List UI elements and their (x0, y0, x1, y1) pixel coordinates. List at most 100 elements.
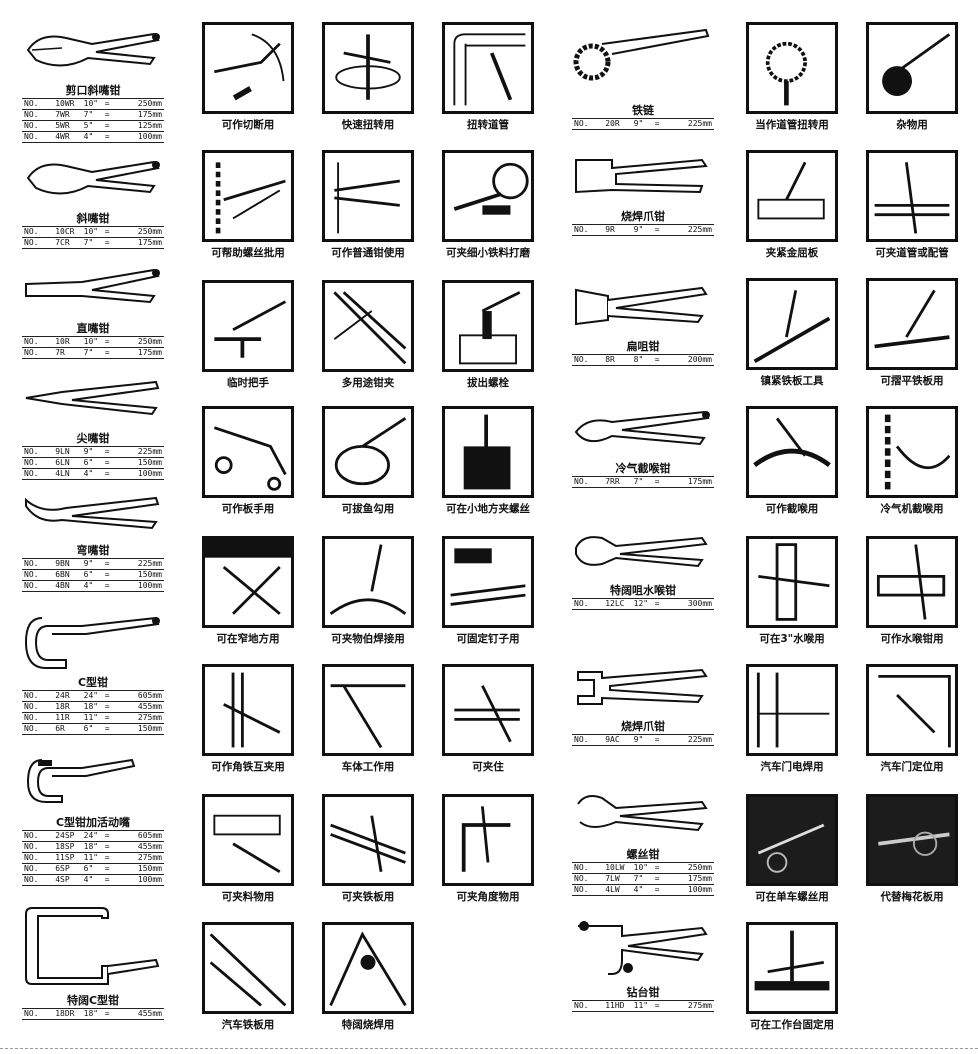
spec-cell: 9AC (603, 734, 632, 746)
usage-3in-pipe: 可在3"水喉用 (744, 536, 840, 646)
spec-cell: NO. (22, 457, 54, 469)
usage-caption: 代替梅花板用 (880, 891, 944, 903)
usage-flatten-sheet: 可摺平铁板用 (864, 278, 960, 388)
spec-cell: = (101, 98, 113, 110)
usage-caption: 可作水喉钳用 (880, 633, 944, 645)
usage-normal-pliers: 可作普通钳使用 (320, 150, 416, 260)
usage-small-space-screw: 可在小地方夹螺丝 (440, 406, 536, 516)
spec-cell: 250mm (112, 226, 164, 238)
usage-caption: 可在单车螺丝用 (755, 891, 829, 903)
spec-cell: NO. (572, 884, 604, 896)
spec-cell: 4" (81, 580, 102, 592)
spec-cell: 11HD (603, 1000, 632, 1012)
usage-illustration-frame (746, 22, 838, 114)
usage-caption: 可夹住 (472, 761, 504, 773)
pipe-clamp-illustration-icon (874, 162, 950, 234)
spec-cell: 7" (81, 237, 102, 249)
spec-cell: = (101, 723, 113, 735)
usage-pinch-hose: 可作截喉用 (744, 406, 840, 516)
usage-caption: 扭转道管 (467, 119, 509, 131)
spec-cell: 4" (81, 131, 102, 143)
water-pipe-illustration-icon (758, 543, 830, 621)
usage-pipe-wrench: 可作水喉钳用 (864, 536, 960, 646)
spec-cell: 225mm (112, 558, 164, 570)
spec-cell: 100mm (112, 580, 164, 592)
pliers-grip-illustration-icon (334, 162, 400, 234)
spec-cell: 5WR (53, 120, 82, 132)
usage-illustration-frame (866, 22, 958, 114)
usage-material-clamp: 可夹料物用 (200, 794, 296, 904)
usage-illustration-frame (322, 536, 414, 628)
usage-misc: 杂物用 (864, 22, 960, 132)
usage-caption: 多用途钳夹 (341, 377, 395, 389)
usage-illustration-frame (442, 22, 534, 114)
spec-cell: NO. (572, 354, 604, 366)
usage-illustration-frame (746, 406, 838, 498)
spec-cell: 10WR (53, 98, 82, 110)
spec-cell: 150mm (112, 863, 164, 875)
spec-cell: = (101, 1008, 113, 1020)
spec-cell: 7" (631, 873, 652, 885)
spec-cell: 24" (81, 690, 102, 702)
usage-caption: 汽车门电焊用 (760, 761, 824, 773)
spec-cell: 4" (81, 874, 102, 886)
spec-cell: NO. (572, 1000, 604, 1012)
usage-caption: 可夹物伯焊接用 (331, 633, 405, 645)
usage-caption: 可夹角度物用 (456, 891, 520, 903)
product-title: 钻台钳 (626, 986, 660, 999)
usage-clamp-hold: 可夹住 (440, 664, 536, 774)
spec-cell: NO. (22, 690, 54, 702)
car-sheet-illustration-icon (209, 933, 287, 1007)
car-door-position-illustration-icon (878, 674, 951, 748)
bicycle-photo-icon (757, 823, 825, 873)
spec-cell: = (651, 476, 663, 488)
product-title: 冷气截喉钳 (615, 462, 671, 475)
spec-cell: NO. (22, 109, 54, 121)
usage-cutting: 可作切断用 (200, 22, 296, 132)
usage-wide-weld: 特阔烧焊用 (320, 922, 416, 1032)
usage-multi-clamp: 多用途钳夹 (320, 280, 416, 390)
usage-illustration-frame (866, 536, 958, 628)
spec-cell: NO. (572, 734, 604, 746)
sheet-lock-illustration-icon (753, 290, 831, 364)
spec-cell: NO. (22, 863, 54, 875)
usage-caption: 可夹铁板用 (341, 891, 395, 903)
usage-car-door-weld: 汽车门电焊用 (744, 664, 840, 774)
spec-cell: 7RR (603, 476, 632, 488)
usage-wrench: 可作板手用 (200, 406, 296, 516)
spec-cell: NO. (22, 226, 54, 238)
spec-cell: 6LN (53, 457, 82, 469)
spec-cell: NO. (572, 598, 604, 610)
spec-cell: = (101, 120, 113, 132)
chain-pipe-illustration-icon (765, 41, 807, 106)
spec-cell: NO. (22, 120, 54, 132)
usage-caption: 可拔鱼勾用 (341, 503, 395, 515)
product-title: 尖嘴钳 (76, 432, 110, 445)
usage-illustration-frame (442, 536, 534, 628)
spec-cell: 200mm (662, 354, 714, 366)
spec-cell: 18" (81, 841, 102, 853)
spec-cell: = (651, 224, 663, 236)
product-title: 斜嘴钳 (76, 212, 110, 225)
spec-cell: 175mm (112, 109, 164, 121)
usage-illustration-frame (202, 922, 294, 1014)
